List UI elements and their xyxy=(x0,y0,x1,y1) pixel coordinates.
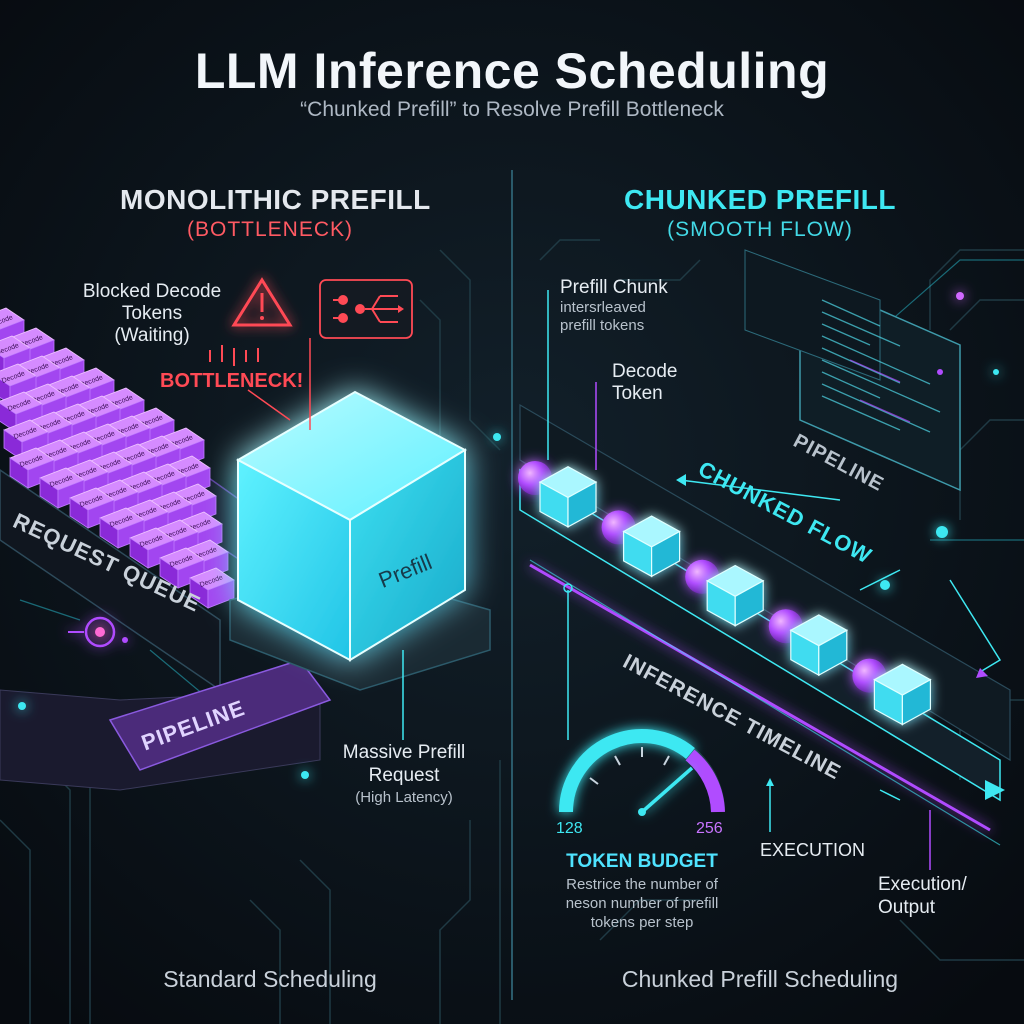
prefill-chunk-cube xyxy=(789,614,849,677)
token-budget-desc-line1: Restrice the number of xyxy=(566,876,718,893)
arrow-head-timeline xyxy=(976,668,988,678)
decode-block: Decode xyxy=(9,447,55,489)
bottleneck-marks xyxy=(209,345,259,366)
token-budget-desc-line2: neson number of prefill xyxy=(565,895,719,912)
warning-icon xyxy=(231,277,293,327)
pipeline-lane-right xyxy=(519,403,1011,762)
budget-pointer-dot xyxy=(563,583,573,593)
gauge-min-label: 128 xyxy=(556,820,583,837)
latency-label: (High Latency) xyxy=(355,789,453,806)
left-footer: Standard Scheduling xyxy=(163,966,377,992)
chunk-label: Prefill Chunk xyxy=(560,277,668,298)
chunk-sequence xyxy=(518,461,932,726)
blocked-label-line3: (Waiting) xyxy=(114,325,190,346)
prefill-chunk-cube xyxy=(622,515,681,578)
blocked-label-line2: Tokens xyxy=(121,303,183,324)
decode-block-grid: DecodeDecodeDecodeDecodeDecodeDecodeDeco… xyxy=(0,307,235,609)
execution-label: EXECUTION xyxy=(760,840,866,860)
bottleneck-pointer xyxy=(247,389,291,421)
scheduler-icon xyxy=(319,279,413,339)
decode-token-label-line2: Token xyxy=(612,383,663,404)
left-heading: MONOLITHIC PREFILL xyxy=(120,184,431,215)
request-queue-icon xyxy=(68,616,128,648)
left-subheading: (BOTTLENECK) xyxy=(186,218,353,241)
right-heading: CHUNKED PREFILL xyxy=(624,184,896,215)
page-subtitle: “Chunked Prefill” to Resolve Prefill Bot… xyxy=(300,98,724,121)
right-subheading: (SMOOTH FLOW) xyxy=(667,218,853,241)
token-budget-label: TOKEN BUDGET xyxy=(566,851,718,872)
decode-token-label-line1: Decode xyxy=(612,361,678,382)
glow-nodes xyxy=(18,292,999,779)
prefill-chunk-cube xyxy=(538,466,598,528)
chunk-desc-line1: intersrleaved xyxy=(560,299,646,316)
decode-block: Decode xyxy=(39,467,85,509)
page-title: LLM Inference Scheduling xyxy=(194,43,830,99)
massive-label-line1: Massive Prefill xyxy=(342,742,466,763)
arrow-head-flow xyxy=(676,474,686,486)
prefill-cube xyxy=(235,390,468,662)
flow-arrows xyxy=(679,479,1002,801)
gauge-max-label: 256 xyxy=(696,820,723,837)
decode-block: Decode xyxy=(189,567,235,609)
decode-block: Decode xyxy=(159,547,205,589)
prefill-chunk-cube xyxy=(873,663,932,726)
decode-block: Decode xyxy=(99,507,145,549)
gauge-needle-icon xyxy=(640,766,694,814)
execution-output-line1: Execution/ xyxy=(878,874,967,895)
timeline-edge xyxy=(529,559,1001,846)
code-panel xyxy=(744,249,961,492)
pipeline-box xyxy=(108,659,332,771)
inference-timeline-line xyxy=(529,563,991,832)
bottleneck-label: BOTTLENECK! xyxy=(160,370,304,392)
execution-output-line2: Output xyxy=(878,897,936,918)
blocked-label-line1: Blocked Decode xyxy=(82,281,222,302)
right-footer: Chunked Prefill Scheduling xyxy=(621,966,899,992)
decode-block: Decode xyxy=(129,527,175,569)
chunk-desc-line2: prefill tokens xyxy=(560,317,645,334)
execution-arrow-icon xyxy=(766,778,774,786)
token-budget-gauge xyxy=(559,729,725,816)
sequence-arrow-icon xyxy=(985,780,1005,800)
massive-label-line2: Request xyxy=(368,765,440,786)
prefill-chunk-cube xyxy=(705,564,765,627)
token-budget-desc-line3: tokens per step xyxy=(590,914,694,931)
